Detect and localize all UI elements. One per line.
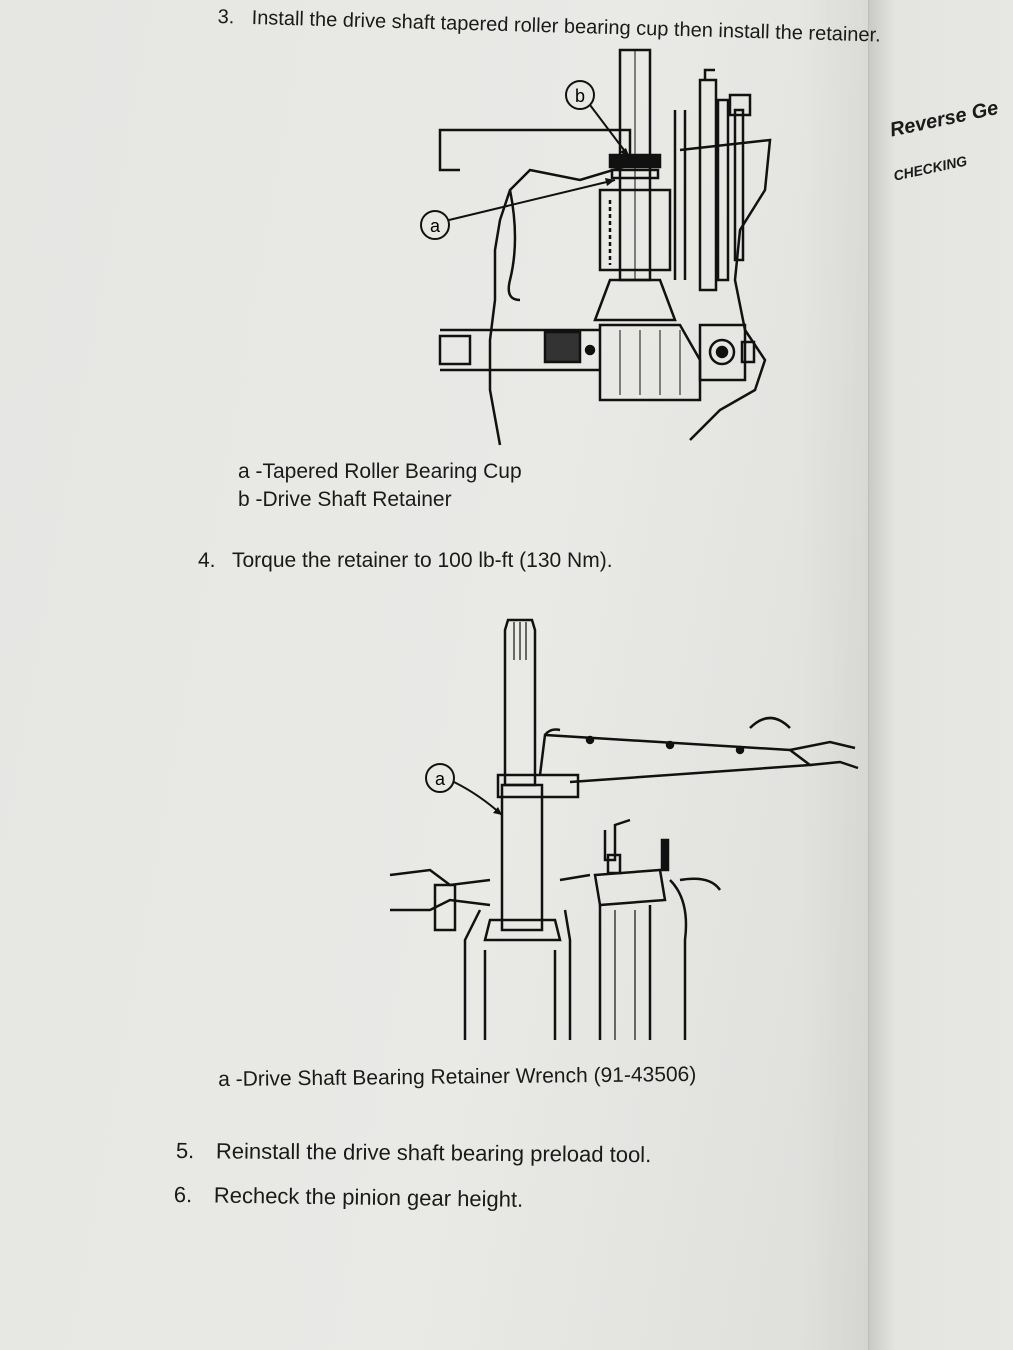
step-5: 5. Reinstall the drive shaft bearing prel… [176,1138,652,1168]
callout-a-circle [425,763,455,793]
step-4-number: 4. [198,549,216,572]
step-3-number: 3. [217,6,235,29]
callout-a-label: a [435,769,446,789]
step-6: 6. Recheck the pinion gear height. [174,1182,524,1213]
callout-b-circle [565,80,595,110]
step-6-text: Recheck the pinion gear height. [213,1182,524,1212]
callout-a-circle [420,210,450,240]
figure-1-caption-a: a -Tapered Roller Bearing Cup [238,460,522,483]
figure-1-caption-b: b -Drive Shaft Retainer [238,488,452,511]
right-page [868,0,1013,1350]
figure-1-gearcase-cross-section: b a [420,48,772,446]
step-5-text: Reinstall the drive shaft bearing preloa… [215,1138,652,1168]
left-page [0,0,940,1350]
callout-b-label: b [575,86,585,106]
step-6-number: 6. [173,1182,193,1208]
figure-2-retainer-wrench: a [389,618,859,1040]
step-5-number: 5. [175,1138,195,1164]
step-4: 4. Torque the retainer to 100 lb-ft (130 … [198,549,613,573]
figure-2-caption-a: a -Drive Shaft Bearing Retainer Wrench (… [218,1062,697,1091]
step-4-text: Torque the retainer to 100 lb-ft (130 Nm… [232,549,613,572]
callout-a-label: a [430,216,441,236]
